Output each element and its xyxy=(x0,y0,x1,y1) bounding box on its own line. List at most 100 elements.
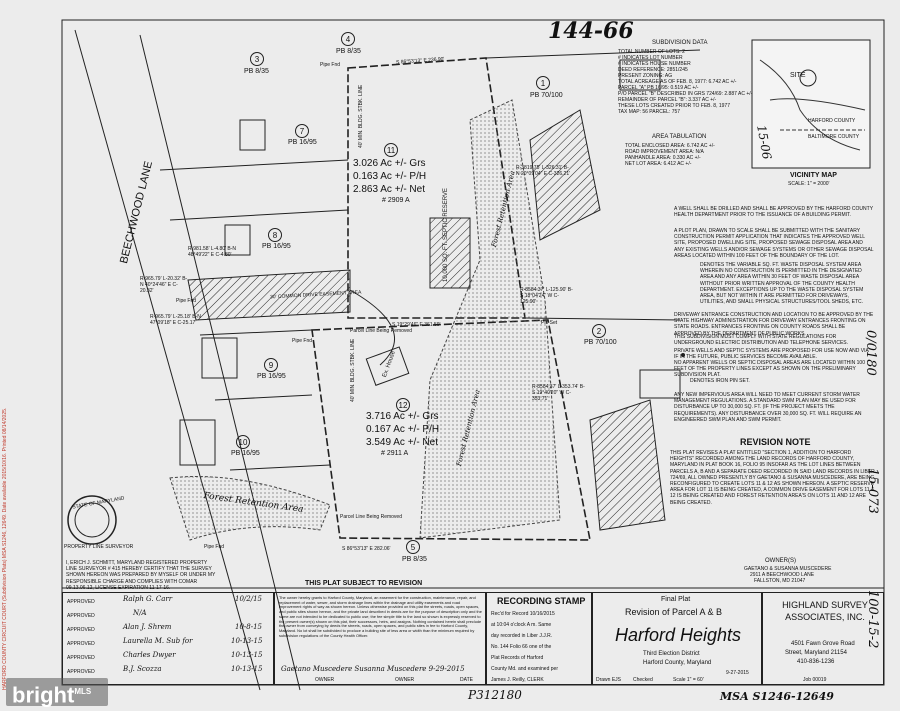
logo-text: bright xyxy=(12,682,75,708)
seal-subtext: PROPERTY LINE SURVEYOR xyxy=(64,544,134,550)
right-margin-1: 0/0180 xyxy=(863,330,878,376)
road-edge-1 xyxy=(74,29,261,691)
final-plat-label: Final Plat xyxy=(661,596,691,603)
approval-sig: Ralph G. Carr xyxy=(123,595,173,603)
approved-label: APPROVED xyxy=(67,641,95,647)
bottom-msa-number: MSA S1246-12649 xyxy=(720,690,834,703)
list-item: PRESENT ZONING: AG xyxy=(618,73,673,79)
approval-sig: B.J. Scozza xyxy=(123,665,162,673)
list-item: TOTAL ENCLOSED AREA: 6.742 AC +/- xyxy=(625,143,715,149)
lot-12-house: # 2911 A xyxy=(381,450,409,457)
election-district: Third Election District xyxy=(643,651,700,657)
plat-date: 9-27-2015 xyxy=(726,670,749,676)
list-item: DEED REFERENCE: 2851/245 xyxy=(618,67,688,73)
drawn-by: Drawn EJS xyxy=(596,677,622,683)
recording-line: County Md. and examined per xyxy=(491,666,558,672)
curve-6: R-8584.37' L-353.74' B-S 19°40'20" W C-3… xyxy=(532,384,585,402)
bldg-line-2: 40' MIN. BLDG. STBK. LINE xyxy=(350,338,356,402)
approval-date: 10-13-15 xyxy=(231,665,263,673)
recording-line: Rec'd for Record 10/16/2015 xyxy=(491,611,555,617)
approval-date: 10-8-15 xyxy=(235,623,262,631)
house-lot-7 xyxy=(239,119,266,151)
neighbor-lot-3-number: 3 xyxy=(250,52,264,66)
pipe-fnd-label-4: Pipe Fnd xyxy=(292,338,313,344)
list-item: P/O PARCEL "B" DESCRIBED IN GRS 724/69: … xyxy=(618,91,753,97)
neighbor-lot-7-pb: PB 16/95 xyxy=(288,139,317,146)
lot-11-ph: 0.163 Ac +/- P/H xyxy=(353,171,427,182)
curve-5: R-8584.37' L-125.90' B-S 18°04'24" W C-1… xyxy=(520,287,573,305)
recording-title: RECORDING STAMP xyxy=(497,596,586,606)
lot-12-ph: 0.167 Ac +/- P/H xyxy=(366,424,440,435)
company-block: HIGHLAND SURVEY ASSOCIATES, INC. 4501 Fa… xyxy=(762,592,884,685)
company-name: HIGHLAND SURVEY ASSOCIATES, INC. xyxy=(782,600,868,622)
neighbor-lot-7-number: 7 xyxy=(295,124,309,138)
approvals-block: APPROVED Ralph G. Carr 10/2/15 APPROVED … xyxy=(62,592,274,685)
owner-signature: Gaetano Muscedere Susanna Muscedere 9-29… xyxy=(281,665,465,673)
curve-1: R-965.79' L-20.32' B-N 40°24'46" E C-20.… xyxy=(140,276,188,294)
bearing-bottom: S 86°53'13" E 282.06' xyxy=(342,546,391,552)
list-item: # INDICATES LOT NUMBER xyxy=(618,55,683,61)
note-4: DRIVEWAY ENTRANCE CONSTRUCTION AND LOCAT… xyxy=(674,312,874,337)
neighbor-lot-2-pb: PB 70/100 xyxy=(584,339,617,346)
pipe-fnd-label-3: Pipe Fnd xyxy=(204,544,225,550)
note-7: NO APPARENT WELLS OR SEPTIC DISPOSAL ARE… xyxy=(674,360,865,379)
recording-line: No. 144 Folio 66 one of the xyxy=(491,644,552,650)
bottom-hand-number: P312180 xyxy=(468,688,522,702)
septic-reserve-label: 10,000 SQ. FT. SEPTIC RESERVE xyxy=(443,188,449,282)
sheet-border xyxy=(61,19,885,686)
approved-label: APPROVED xyxy=(67,613,95,619)
company-addr-1: 4501 Fawn Grove Road xyxy=(791,641,855,647)
list-item: ROAD IMPROVEMENT AREA: N/A xyxy=(625,149,704,155)
list-item: REMAINDER OF PARCEL "B": 3.337 AC +/- xyxy=(618,97,717,103)
forest-area-2 xyxy=(169,476,331,541)
lot-12-gross: 3.716 Ac +/- Grs xyxy=(366,411,439,422)
owner-sig-date-label: DATE xyxy=(460,677,473,683)
owner-sig-label-1: OWNER xyxy=(315,677,335,683)
owner-line-1: GAETANO & SUSANNA MUSCEDERE xyxy=(744,566,832,572)
lot-11-gross: 3.026 Ac +/- Grs xyxy=(353,158,426,169)
neighbor-lot-4-number: 4 xyxy=(341,32,355,46)
neighbor-lot-9-number: 9 xyxy=(264,358,278,372)
vicinity-map-frame xyxy=(751,39,871,169)
forest-area-1 xyxy=(419,99,561,539)
revision-note-text: THIS PLAT REVISES A PLAT ENTITLED "SECTI… xyxy=(670,450,875,506)
owner-statement-block: The owner hereby grants to Harford Count… xyxy=(274,592,486,685)
house-lot-1 xyxy=(619,59,661,91)
recording-stamp: RECORDING STAMP Rec'd for Record 10/16/2… xyxy=(486,592,592,685)
approval-sig: Alan J. Shrem xyxy=(123,623,172,631)
note-2: A PLOT PLAN, DRAWN TO SCALE SHALL BE SUB… xyxy=(674,228,874,259)
approval-sig: Laurella M. Sub for xyxy=(123,637,193,645)
county-label: Harford County, Maryland xyxy=(643,660,712,666)
owner-line-2: 2911 A BEECHWOOD LANE xyxy=(750,572,815,578)
note-5: THIS SUBDIVISION MUST COMPLY WITH STATE … xyxy=(674,334,849,347)
project-title-block: Final Plat Revision of Parcel A & B Harf… xyxy=(592,592,762,685)
bright-mls-logo: brightMLS xyxy=(6,678,108,708)
revision-of-label: Revision of Parcel A & B xyxy=(625,607,723,617)
curve-3: R-965.79' L-25.18' B-N 47°09'18" E C-25.… xyxy=(150,314,201,326)
note-3: DENOTES THE VARIABLE SQ. FT. WASTE DISPO… xyxy=(700,262,864,306)
vicinity-site-label: SITE xyxy=(790,72,806,79)
revision-note-title: REVISION NOTE xyxy=(740,437,811,447)
note-8: DENOTES IRON PIN SET. xyxy=(690,378,750,384)
map-number: 144-66 xyxy=(548,18,634,44)
approved-label: APPROVED xyxy=(67,599,95,605)
surveyor-certificate: I, ERICH J. SCHMITT, MARYLAND REGISTERED… xyxy=(66,560,216,591)
vicinity-county-label-2: BALTIMORE COUNTY xyxy=(808,134,860,140)
curve-2: R-981.58' L-4.80' B-N 48°49'22" E C-4.80… xyxy=(188,246,237,258)
bearing-mid: S 19°29'46" E 361.59' xyxy=(392,322,441,328)
common-drive xyxy=(187,269,351,321)
project-name: Harford Heights xyxy=(615,625,742,645)
house-lot-10 xyxy=(179,419,216,466)
approval-sig: Charles Dwyer xyxy=(123,651,176,659)
vicinity-county-label: HARFORD COUNTY xyxy=(808,118,856,124)
list-item: # INDICATES HOUSE NUMBER xyxy=(618,61,691,67)
vicinity-map-scale: SCALE: 1" = 2000' xyxy=(788,181,830,187)
owner-sig-label-2: OWNER xyxy=(395,677,415,683)
right-margin-3: 100-15-2 xyxy=(865,590,880,649)
septic-reserve xyxy=(429,217,471,289)
area-tabulation-title: AREA TABULATION xyxy=(652,134,707,140)
hatch-area-1 xyxy=(529,109,601,241)
list-item: PARCEL "A" PB 16/95: 0.519 AC +/- xyxy=(618,85,699,91)
neighbor-lot-4-pb: PB 8/35 xyxy=(336,48,361,55)
